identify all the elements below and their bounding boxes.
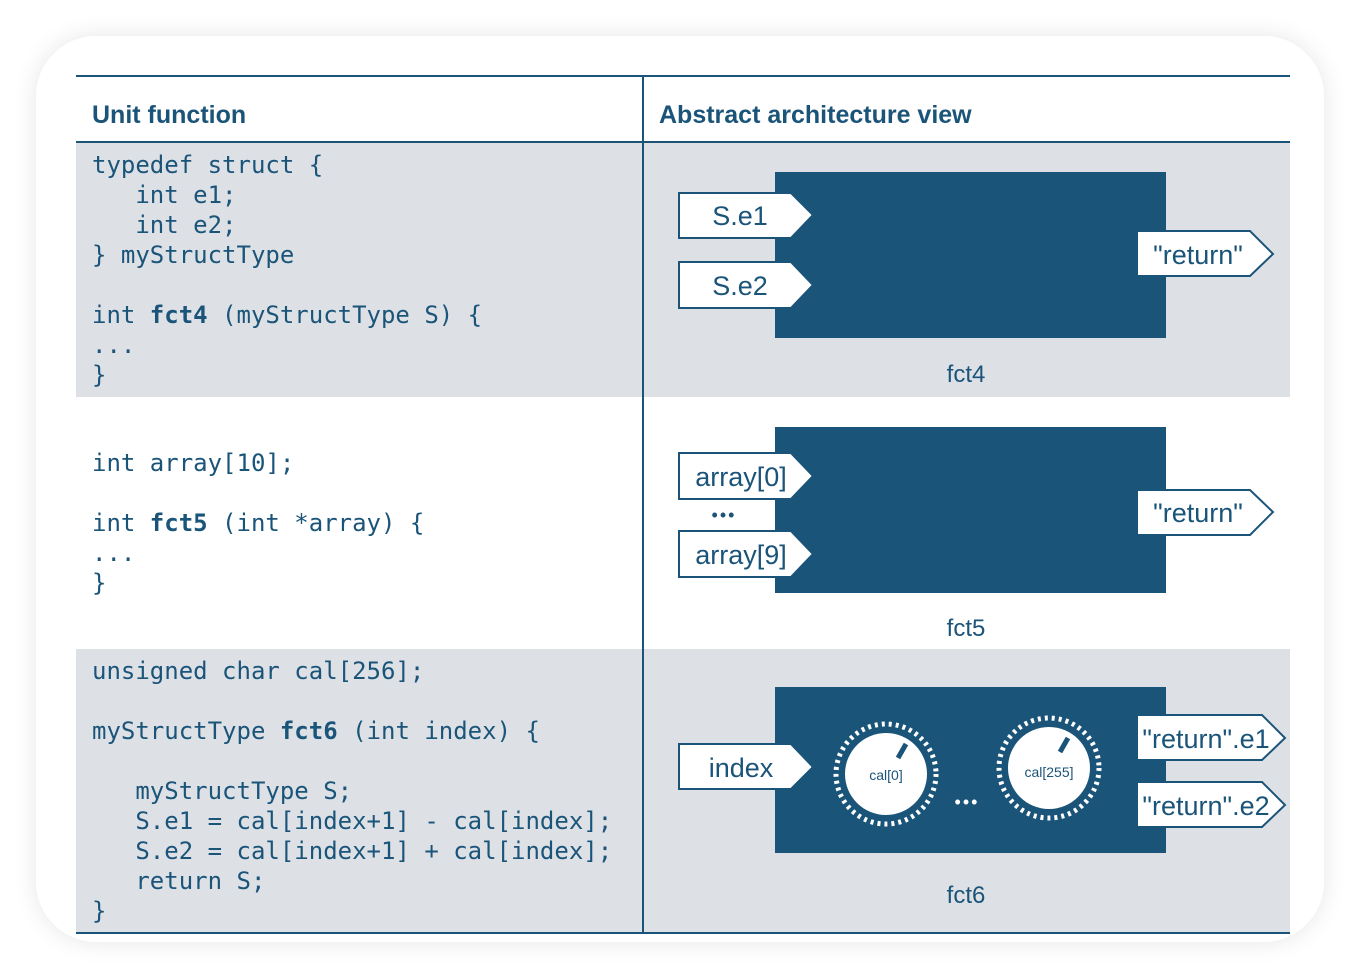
bottom-rule [76, 932, 1290, 934]
code-line: return S; [92, 867, 266, 895]
block-name-fct6: fct6 [947, 882, 986, 909]
function-name: fct5 [149, 509, 208, 537]
diagram-fct4: S.e1 S.e2 "return" fct4 [678, 172, 1275, 388]
diagram-fct5: array[0] ••• array[9] "return" fct5 [678, 427, 1275, 642]
top-rule [76, 75, 1290, 77]
output-port-return-label: "return" [1153, 240, 1243, 270]
code-segment: (int index) { [337, 717, 540, 745]
code-line: } [92, 361, 107, 389]
block-fct5 [775, 427, 1166, 593]
input-port-array-0: array[0] [678, 452, 815, 500]
code-line: } [92, 569, 107, 597]
column-divider [642, 76, 644, 934]
code-line: int e1; [92, 181, 237, 209]
input-port-s-e1: S.e1 [678, 192, 815, 239]
output-port-return: "return" [1136, 489, 1275, 536]
code-line: } [92, 897, 107, 925]
header-abstract-view: Abstract architecture view [659, 101, 972, 129]
knob-label-cal-255: cal[255] [1024, 764, 1073, 780]
diagram-fct6: index cal[0] ••• cal[255] "return".e1 "r… [678, 687, 1287, 909]
block-fct6 [775, 687, 1166, 853]
code-segment: myStructType [92, 717, 280, 745]
code-segment: int [92, 509, 150, 537]
knob-ellipsis: ••• [955, 792, 980, 812]
code-line: unsigned char cal[256]; [92, 657, 425, 685]
code-line: int array[10]; [92, 449, 295, 477]
input-port-array-0-label: array[0] [695, 462, 787, 492]
code-segment: (int *array) { [207, 509, 425, 537]
input-port-index: index [678, 743, 815, 790]
header-rule [76, 141, 1290, 143]
block-fct4 [775, 172, 1166, 338]
block-name-fct4: fct4 [947, 361, 986, 388]
code-segment: int [92, 301, 150, 329]
code-line: int e2; [92, 211, 237, 239]
input-port-s-e2: S.e2 [678, 261, 815, 309]
function-name: fct6 [279, 717, 338, 745]
input-port-index-label: index [709, 753, 774, 783]
output-port-return: "return" [1136, 230, 1275, 277]
output-port-return-e1: "return".e1 [1136, 714, 1287, 761]
code-line: int fct5 (int *array) { [92, 508, 424, 538]
input-ellipsis: ••• [712, 505, 737, 525]
code-segment: (myStructType S) { [207, 301, 483, 329]
output-port-return-label: "return" [1153, 498, 1243, 528]
code-line: S.e2 = cal[index+1] + cal[index]; [92, 837, 613, 865]
code-line: S.e1 = cal[index+1] - cal[index]; [92, 807, 613, 835]
code-line: myStructType S; [92, 777, 353, 805]
function-name: fct4 [149, 301, 208, 329]
calibration-knob-cal-0: cal[0] [833, 721, 939, 827]
code-fct6: unsigned char cal[256]; myStructType fct6… [92, 656, 612, 926]
output-port-return-e2-label: "return".e2 [1142, 791, 1269, 821]
code-line: } myStructType [92, 241, 295, 269]
input-port-s-e2-label: S.e2 [712, 271, 768, 301]
code-fct5: int array[10]; int fct5 (int *array) {...… [92, 448, 424, 598]
input-port-s-e1-label: S.e1 [712, 201, 768, 231]
calibration-knob-cal-255: cal[255] [996, 715, 1102, 821]
block-name-fct5: fct5 [947, 615, 986, 642]
header-unit-function: Unit function [92, 101, 247, 129]
input-port-array-9: array[9] [678, 530, 815, 578]
code-line: ... [92, 331, 136, 359]
code-fct4: typedef struct { int e1; int e2;} myStru… [92, 150, 482, 390]
output-port-return-e2: "return".e2 [1136, 781, 1287, 828]
code-line: typedef struct { [92, 151, 324, 179]
knob-label-cal-0: cal[0] [869, 767, 902, 783]
code-line: ... [92, 539, 136, 567]
code-line: int fct4 (myStructType S) { [92, 300, 482, 330]
input-port-array-9-label: array[9] [695, 540, 787, 570]
code-line: myStructType fct6 (int index) { [92, 716, 612, 746]
output-port-return-e1-label: "return".e1 [1142, 724, 1269, 754]
